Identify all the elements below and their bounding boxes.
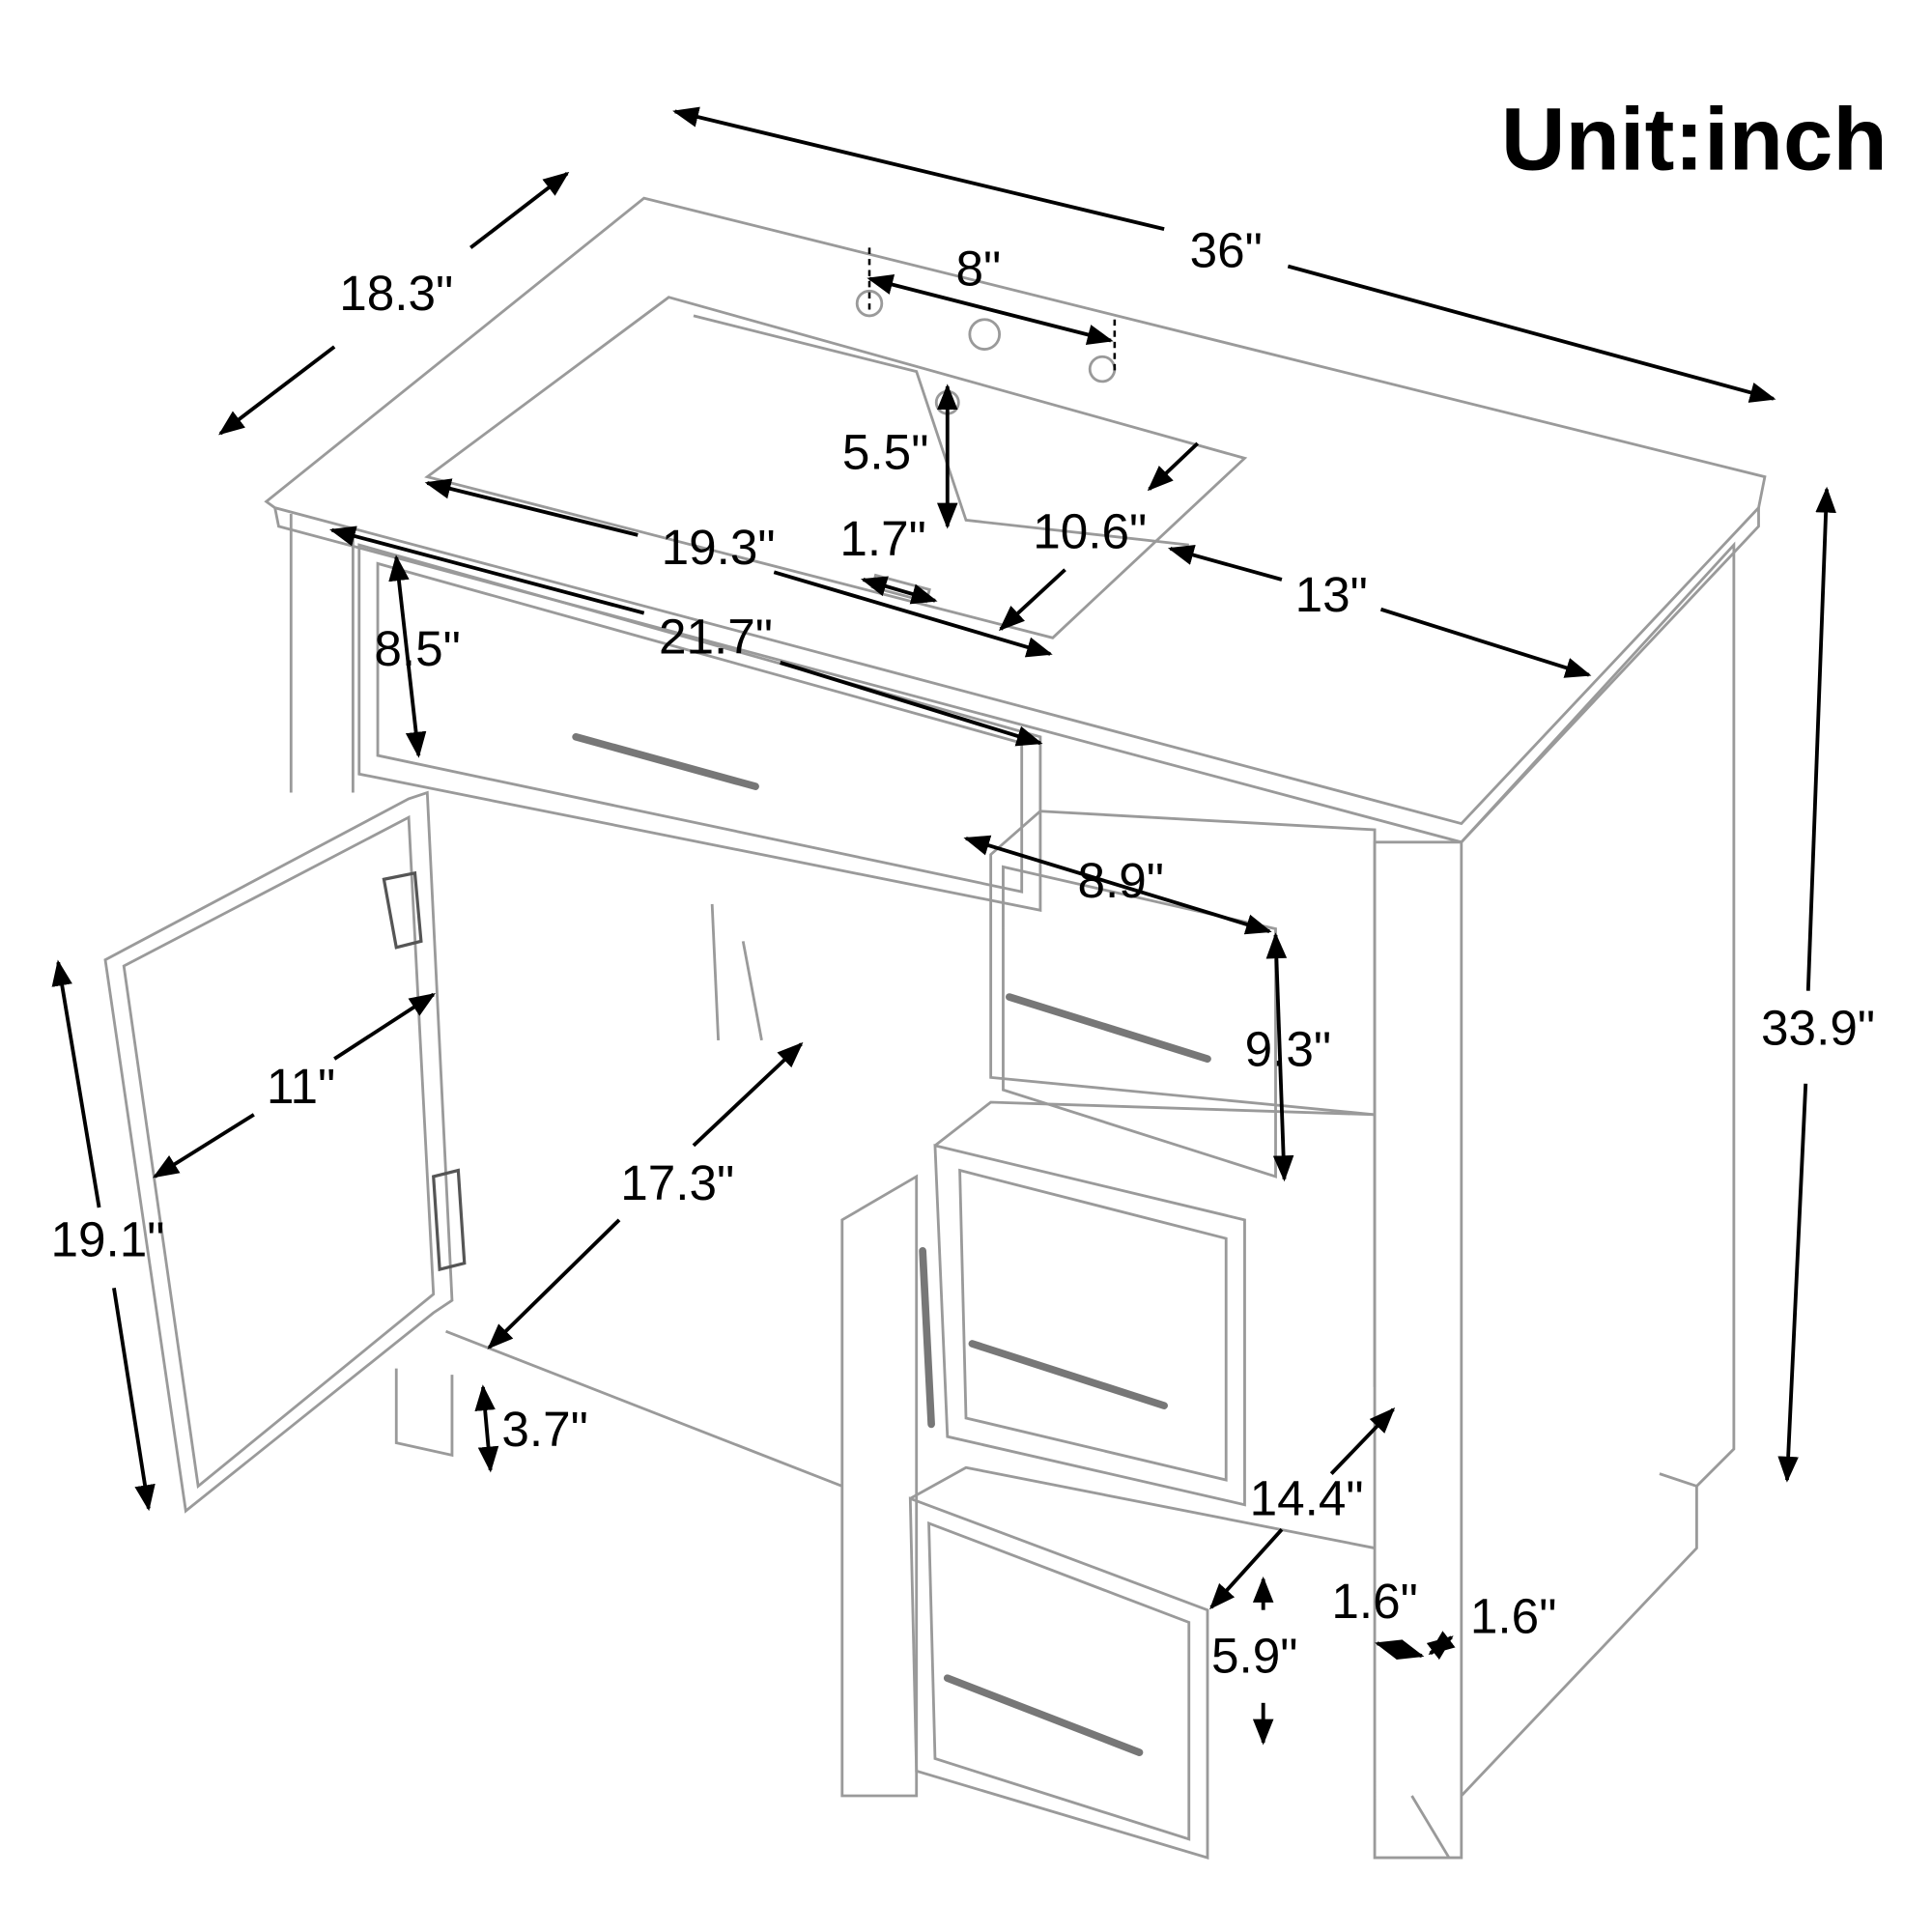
depth-arrow <box>469 171 570 249</box>
right-countertop-label: 13" <box>1295 567 1368 622</box>
door-width-label: 11" <box>267 1059 335 1114</box>
vanity-illustration <box>103 196 1767 1860</box>
basin-front-back-label: 10.6" <box>1033 503 1147 558</box>
small-drawer-width-label: 8.9" <box>1078 853 1164 908</box>
door-height-label: 19.1" <box>51 1212 165 1267</box>
small-drawer-height-arrow <box>1265 932 1294 1182</box>
leg-width-label-2: 1.6" <box>1470 1588 1556 1643</box>
depth-label: 18.3" <box>339 266 453 321</box>
basin-depth-label: 5.5" <box>842 424 928 479</box>
top-drawer-width-arrow-right <box>780 661 1043 747</box>
small-drawer <box>989 810 1377 1179</box>
cabinet-depth-arrow <box>692 1041 804 1148</box>
small-drawer-height-label: 9.3" <box>1245 1021 1331 1076</box>
cabinet-depth-arrow-lower <box>487 1218 621 1350</box>
right-countertop-arrow <box>1167 545 1283 582</box>
dimension-labels: 36" 18.3" 8" 5.5" 19.3" 1.7" 10.6" 13" 2… <box>51 222 1875 1683</box>
total-height-arrow-lower <box>1777 1083 1808 1483</box>
basin-width-arrow <box>424 478 639 537</box>
bottom-drawer <box>908 1465 1376 1860</box>
top-drawer-height-arrow <box>388 554 427 758</box>
top-drawer-width-arrow <box>328 526 645 615</box>
door-height-arrow <box>51 959 101 1208</box>
drawer-depth-arrow <box>1329 1407 1396 1475</box>
drain-arrow <box>861 576 938 605</box>
leg-height-arrow <box>474 1384 499 1473</box>
basin-width-arrow-right <box>773 570 1053 658</box>
width-label: 36" <box>1190 222 1263 277</box>
door-width-arrow <box>333 992 436 1061</box>
faucet-spread-label: 8" <box>955 242 1001 297</box>
top-drawer-width-label: 21.7" <box>659 609 773 664</box>
faucet-spread-arrow <box>867 274 1114 345</box>
leg-height-label: 3.7" <box>501 1402 587 1457</box>
drawer-depth-label: 14.4" <box>1250 1471 1364 1526</box>
total-height-label: 33.9" <box>1761 1000 1875 1055</box>
cabinet-depth-label: 17.3" <box>620 1155 734 1210</box>
bottom-drawer-height-label: 5.9" <box>1211 1628 1297 1683</box>
total-height-arrow <box>1805 486 1836 991</box>
top-drawer <box>357 543 1042 913</box>
basin-width-label: 19.3" <box>662 520 776 575</box>
open-door <box>103 790 454 1514</box>
leg-width-label-1: 1.6" <box>1331 1574 1417 1629</box>
width-arrow <box>672 106 1165 232</box>
basin-front-back-arrow <box>1147 441 1200 492</box>
door-height-arrow-lower <box>112 1288 156 1512</box>
dimension-arrows <box>51 106 1836 1746</box>
small-drawer-width-arrow <box>963 835 1272 935</box>
door-width-arrow-lower <box>152 1113 255 1179</box>
top-drawer-height-label: 8.5" <box>374 621 460 676</box>
width-arrow-right <box>1287 264 1776 403</box>
unit-label: Unit:inch <box>1501 89 1888 189</box>
leg-width-arrow-2 <box>1426 1631 1456 1661</box>
drain-label: 1.7" <box>839 511 925 566</box>
right-countertop-arrow-right <box>1379 607 1592 678</box>
basin-front-back-arrow-lower <box>998 568 1066 632</box>
depth-arrow-lower <box>218 345 336 436</box>
leg-width-arrow-1 <box>1375 1639 1425 1661</box>
right-side-panel <box>1373 541 1736 1860</box>
drawer-depth-arrow-lower <box>1209 1528 1284 1610</box>
middle-drawer <box>933 1100 1377 1507</box>
